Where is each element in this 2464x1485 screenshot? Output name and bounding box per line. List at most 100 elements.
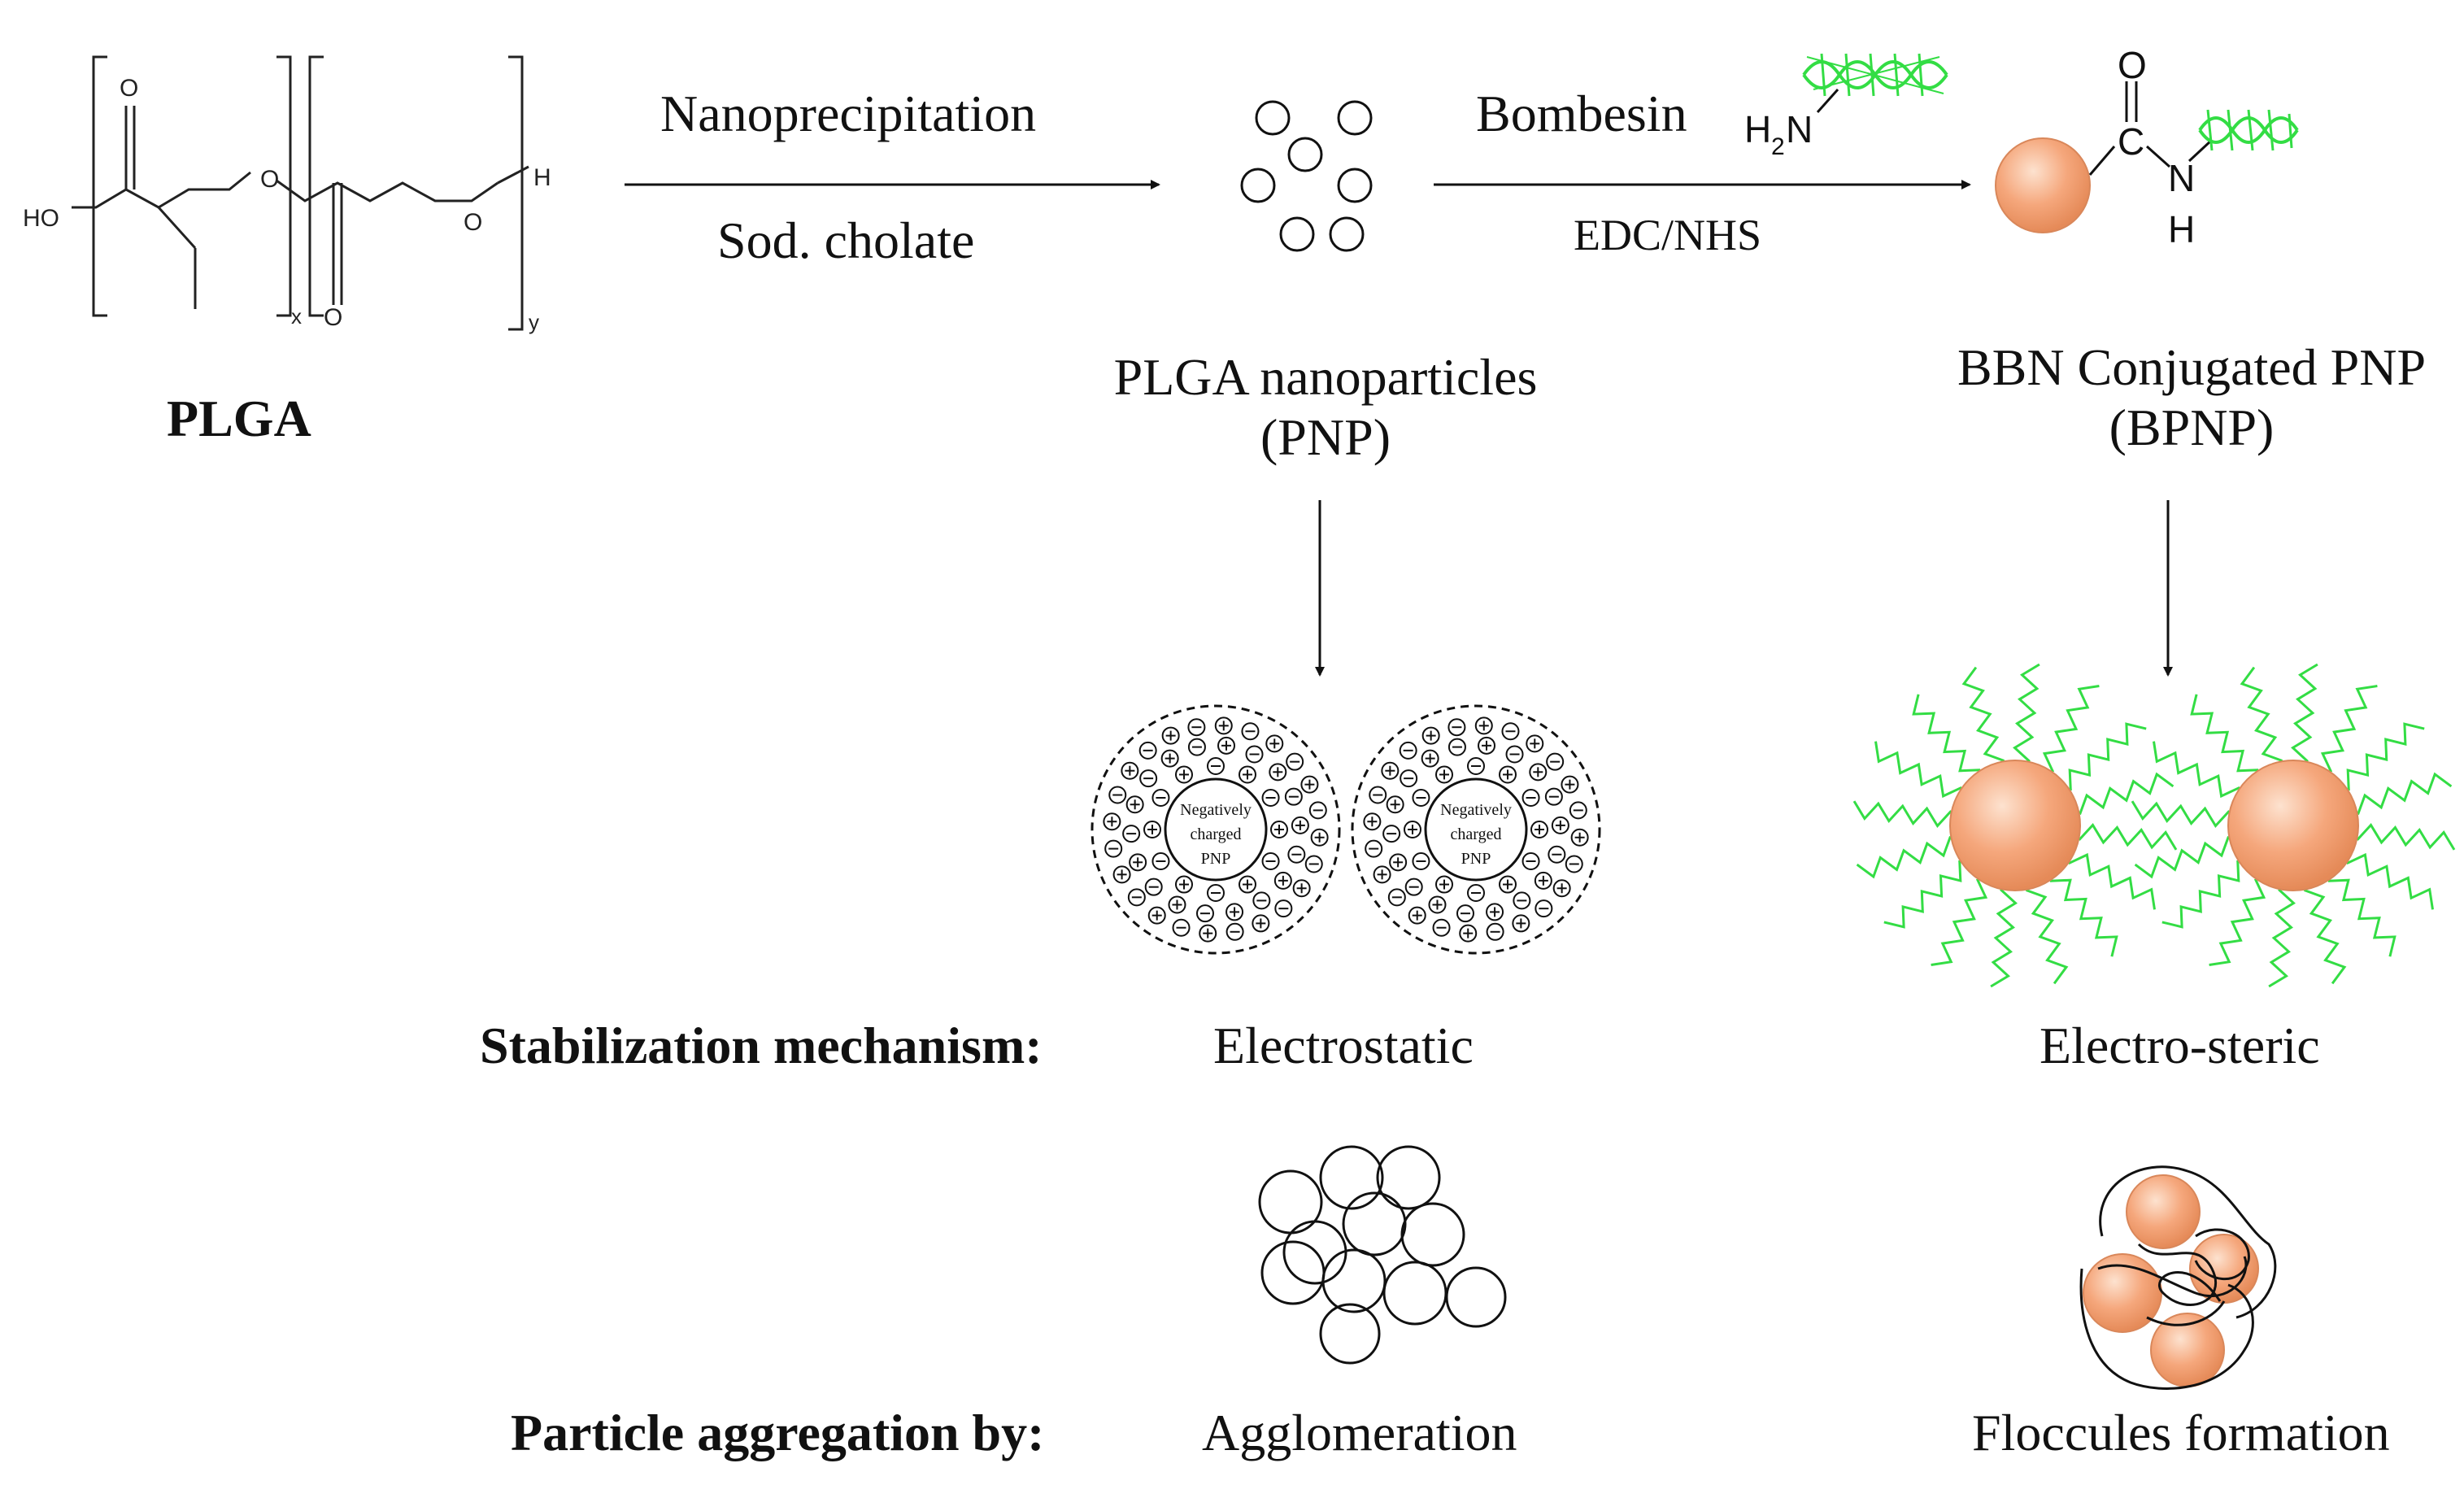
core-label-line-3: PNP xyxy=(1461,850,1491,868)
ion-icon xyxy=(1521,852,1540,870)
peptide-chain-icon xyxy=(2049,878,2118,957)
ion-icon xyxy=(1478,736,1496,755)
peptide-chain-icon xyxy=(1856,835,1952,879)
ion-icon xyxy=(1175,875,1193,894)
ion-icon xyxy=(1435,875,1453,894)
svg-text:2: 2 xyxy=(1771,133,1785,160)
ion-icon xyxy=(1265,734,1284,753)
peptide-chain-icon xyxy=(2079,772,2175,816)
ion-icon xyxy=(1467,884,1485,902)
plga-o-carbonyl-1: O xyxy=(120,75,138,102)
electrosteric-particles xyxy=(1852,663,2456,988)
step2-label-above: Bombesin xyxy=(1476,85,1687,142)
ion-icon xyxy=(1382,825,1401,843)
ion-icon xyxy=(1103,812,1121,831)
amide-bonds xyxy=(2088,81,2214,176)
steric-particle-2 xyxy=(2131,663,2456,988)
ion-icon xyxy=(1548,845,1566,864)
ion-icon xyxy=(1217,736,1236,755)
ion-icon xyxy=(1172,918,1191,937)
ion-icon xyxy=(1252,914,1270,933)
ion-icon xyxy=(1252,891,1271,910)
ion-icon xyxy=(1505,745,1524,764)
particle-core xyxy=(1949,760,2081,891)
peptide-chain-icon xyxy=(2153,741,2240,799)
stabilization-pnp-value: Electrostatic xyxy=(1213,1017,1474,1074)
ion-icon xyxy=(1447,738,1466,756)
step1-label-above: Nanoprecipitation xyxy=(660,85,1037,142)
ion-icon xyxy=(1144,878,1163,896)
ion-icon xyxy=(1284,787,1303,806)
plga-h-end: H xyxy=(533,164,551,191)
ion-icon xyxy=(1151,789,1170,807)
ion-icon xyxy=(1273,871,1292,890)
plga-ho: HO xyxy=(23,205,59,232)
steric-particle-1 xyxy=(1852,663,2178,988)
ion-icon xyxy=(1447,718,1466,737)
ion-icon xyxy=(1421,726,1440,745)
ion-icon xyxy=(1308,801,1327,820)
bpnp-label-line2: (BPNP) xyxy=(2109,398,2275,456)
peptide-chain-icon xyxy=(2190,694,2259,773)
ion-icon xyxy=(1300,775,1319,794)
ion-icon xyxy=(1570,828,1589,847)
ion-icon xyxy=(1363,812,1382,831)
peptide-chain-icon xyxy=(2357,772,2453,816)
ion-icon xyxy=(1207,757,1225,775)
stabilization-label: Stabilization mechanism: xyxy=(480,1017,1043,1074)
ion-icon xyxy=(1459,924,1478,943)
particle-core xyxy=(2227,760,2359,891)
ion-icon xyxy=(1225,903,1244,921)
aggregation-bpnp-value: Floccules formation xyxy=(1972,1404,2390,1461)
ion-icon xyxy=(1412,789,1430,807)
ion-icon xyxy=(1381,761,1400,780)
ion-icon xyxy=(1239,765,1256,784)
ion-icon xyxy=(1404,821,1421,838)
ion-icon xyxy=(1512,914,1530,933)
peptide-chain-icon xyxy=(2346,852,2434,910)
ion-icon xyxy=(1404,878,1423,896)
plga-structure xyxy=(72,55,529,331)
bpnp-label-line1: BBN Conjugated PNP xyxy=(1957,338,2427,396)
svg-text:N: N xyxy=(1786,108,1813,150)
ion-icon xyxy=(1161,726,1180,745)
core-label-line-1: Negatively xyxy=(1180,801,1252,819)
plga-x-subscript: x xyxy=(291,304,302,329)
ion-icon xyxy=(1499,875,1517,894)
bracket-right-2 xyxy=(508,55,524,331)
ion-icon xyxy=(1521,789,1540,807)
plga-o-carbonyl-2: O xyxy=(324,304,342,331)
ion-icon xyxy=(1369,786,1387,804)
ion-icon xyxy=(1486,922,1504,941)
bracket-left-1 xyxy=(92,55,107,317)
plga-atoms: HO O O x O O H y xyxy=(23,75,551,334)
ion-icon xyxy=(1168,895,1186,914)
stabilization-bpnp-value: Electro-steric xyxy=(2040,1017,2320,1074)
ion-icon xyxy=(1304,855,1323,873)
ion-icon xyxy=(1187,718,1206,737)
pnp-label-line2: (PNP) xyxy=(1260,408,1391,466)
bracket-left-2 xyxy=(308,55,324,317)
ion-icon xyxy=(1456,904,1474,923)
ion-icon xyxy=(1310,828,1329,847)
ion-icon xyxy=(1175,765,1193,784)
ion-icon xyxy=(1291,816,1309,834)
peptide-chain-icon xyxy=(2068,722,2147,791)
ion-icon xyxy=(1207,884,1225,902)
ion-icon xyxy=(1214,716,1233,735)
peptide-chain-icon xyxy=(2327,878,2397,957)
floccules-icon xyxy=(2079,1165,2277,1390)
peptide-chain-icon xyxy=(1852,800,1952,828)
ion-icon xyxy=(1274,899,1293,918)
peptide-chain-icon xyxy=(2025,889,2069,985)
aggregation-pnp-value: Agglomeration xyxy=(1202,1404,1517,1461)
peptide-chain-icon xyxy=(2068,852,2156,910)
plga-y-subscript: y xyxy=(529,310,539,334)
svg-text:C: C xyxy=(2118,120,2144,163)
plga-o-ester-2: O xyxy=(464,209,482,236)
ion-icon xyxy=(1139,769,1158,788)
